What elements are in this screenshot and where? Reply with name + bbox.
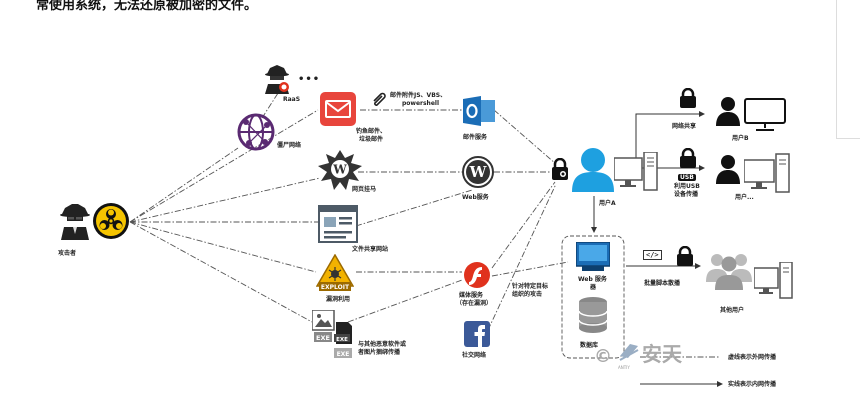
usb-spread-label-1: 利用USB — [674, 183, 700, 190]
web-hijack-label: 网页挂马 — [352, 186, 377, 193]
legend-dashed-label: 虚线表示外网传播 — [728, 354, 777, 361]
attachment-label-1: 邮件附件JS、VBS、 — [390, 92, 447, 99]
usb-lock-icon — [679, 147, 697, 172]
bundled-label-1: 与其他恶意软件或 — [358, 341, 407, 348]
other-users-computer-icon — [753, 261, 794, 304]
user-dots-computer-icon — [743, 152, 790, 198]
raas-label: RaaS — [283, 96, 301, 103]
targeted-attack-label-2: 组织的攻击 — [512, 291, 543, 298]
mail-service-label: 邮件服务 — [463, 134, 488, 141]
web-service-label: Web服务 — [462, 194, 489, 201]
phishing-label-2: 垃圾邮件 — [359, 136, 384, 143]
botnet-globe-icon — [236, 112, 276, 156]
usb-spread-label-2: 设备传播 — [674, 191, 699, 198]
exploit-label: 漏洞利用 — [326, 296, 351, 303]
batch-script-label: 批量脚本散播 — [644, 280, 681, 287]
exe-text-3: EXE — [337, 351, 350, 358]
exe-text-1: EXE — [316, 334, 330, 342]
media-service-label-2: （存在漏洞） — [456, 300, 493, 307]
network-share-label: 网络共享 — [672, 123, 697, 130]
web-server-label-1: Web 服务 — [578, 276, 607, 283]
bundled-label-2: 者图片捆绑传播 — [358, 349, 401, 356]
exe-text-2: EXE — [336, 337, 348, 343]
botnet-label: 僵尸网络 — [277, 142, 302, 149]
biohazard-icon — [92, 202, 130, 244]
file-share-site-label: 文件共享网站 — [352, 246, 389, 253]
side-panel-border — [836, 0, 860, 139]
user-dots-label: 用户... — [735, 194, 754, 201]
antiy-logo-icon — [618, 342, 640, 366]
database-label: 数据库 — [580, 342, 599, 349]
other-users-group-icon — [704, 248, 754, 294]
batch-script-lock-icon — [676, 245, 694, 270]
raas-hacker-icon — [262, 62, 292, 98]
wordpress-web-service-icon: W — [462, 156, 494, 192]
attacker-icon — [58, 200, 92, 244]
other-users-label: 其他用户 — [720, 307, 745, 314]
network-share-lock-icon — [679, 87, 697, 112]
facebook-social-icon — [464, 321, 490, 351]
bundled-exe-icon: EXE EXE EXE — [311, 309, 358, 364]
user-b-monitor-icon — [744, 98, 786, 136]
user-a-computer-icon — [613, 151, 658, 196]
web-server-label-2: 器 — [590, 284, 597, 291]
attachment-label-2: powershell — [402, 100, 440, 107]
watermark-sub: ANTIY — [618, 365, 630, 370]
watermark-text: 安天 — [642, 342, 682, 366]
media-service-label-1: 媒体服务 — [459, 292, 484, 299]
copyright-icon: © — [594, 346, 612, 367]
user-dots-person-icon — [716, 154, 740, 188]
svg-text:W: W — [469, 163, 488, 181]
user-a-icon — [570, 146, 616, 196]
flash-media-service-icon — [463, 261, 491, 293]
paperclip-icon — [370, 90, 388, 112]
user-b-person-icon — [716, 96, 740, 130]
outlook-mail-service-icon — [463, 96, 495, 130]
targeted-attack-label-1: 针对特定目标 — [512, 283, 549, 290]
lock-icon — [551, 157, 569, 184]
user-a-label: 用户A — [599, 200, 616, 207]
legend-solid-label: 实线表示内网传播 — [728, 381, 777, 388]
script-tag-icon: </> — [643, 250, 662, 260]
exploit-icon-text: EXPLOIT — [321, 284, 350, 291]
web-server-icon — [575, 241, 611, 276]
file-share-site-icon — [318, 205, 358, 247]
svg-text:W: W — [332, 163, 347, 177]
social-network-label: 社交网络 — [462, 352, 487, 359]
user-b-label: 用户B — [732, 135, 749, 142]
database-icon — [578, 296, 608, 338]
phishing-mail-icon — [320, 92, 356, 130]
attacker-label: 攻击者 — [58, 250, 77, 257]
page-text: 常使用系统，无法还原被加密的文件。 — [36, 0, 258, 13]
web-hijack-icon: W — [318, 150, 362, 194]
exploit-icon: EXPLOIT — [315, 253, 355, 298]
phishing-label-1: 钓鱼邮件、 — [356, 128, 387, 135]
usb-badge: USB — [678, 174, 696, 181]
ellipsis-icon: ••• — [298, 74, 321, 85]
